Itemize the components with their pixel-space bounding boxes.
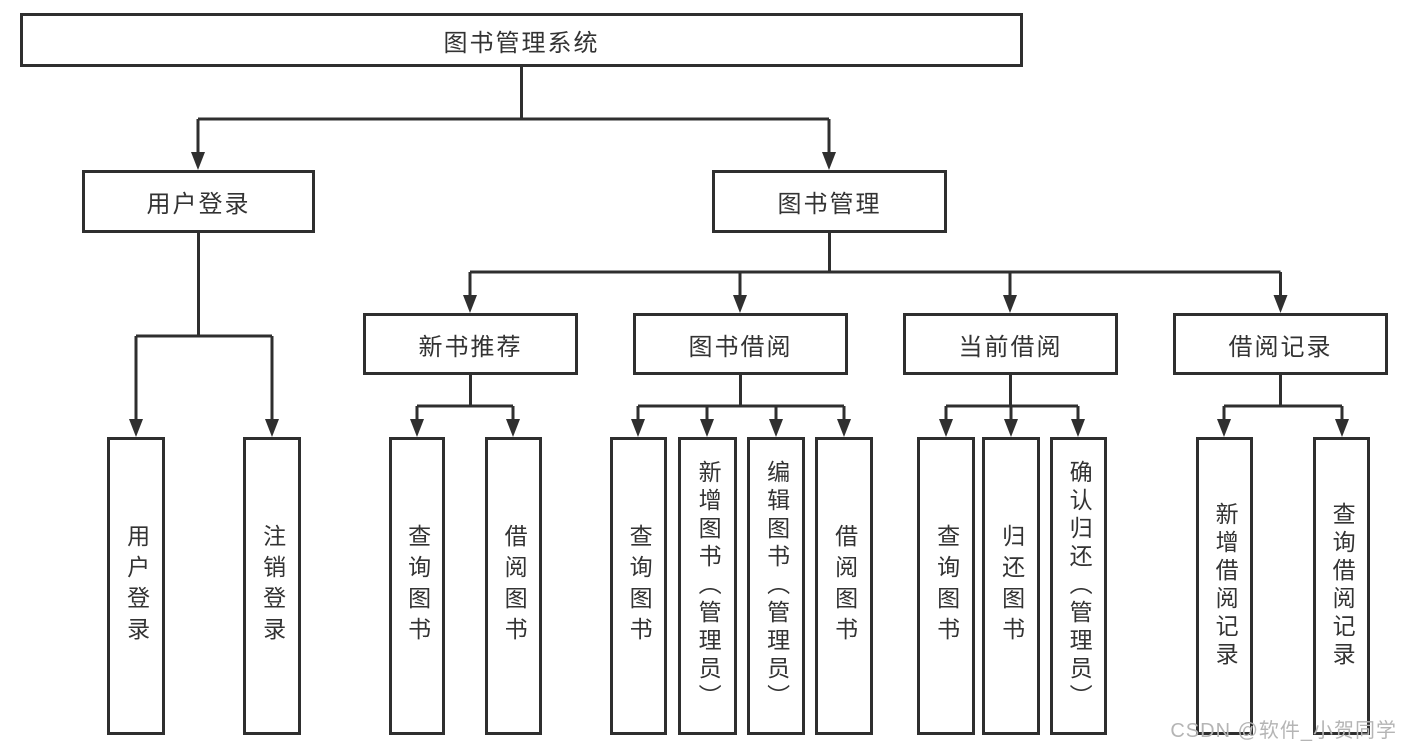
node-book-borrowing: 图书借阅 — [633, 313, 848, 375]
node-label: 借阅图书 — [501, 524, 528, 648]
node-add-borrow-record: 新增借阅记录 — [1196, 437, 1253, 735]
node-label: 注销登录 — [259, 524, 286, 648]
node-root: 图书管理系统 — [20, 13, 1023, 67]
node-user-login: 用户登录 — [82, 170, 315, 233]
watermark: CSDN @软件_小贺同学 — [1170, 720, 1397, 742]
node-query-books-borrowing: 查询图书 — [610, 437, 667, 735]
node-logout-leaf: 注销登录 — [243, 437, 301, 735]
node-return-books: 归还图书 — [982, 437, 1040, 735]
node-edit-books-admin: 编辑图书（管理员） — [747, 437, 805, 735]
node-label: 新增借阅记录 — [1212, 502, 1239, 670]
node-borrow-books-recommend: 借阅图书 — [485, 437, 542, 735]
node-label: 编辑图书（管理员） — [763, 460, 790, 712]
node-user-login-leaf: 用户登录 — [107, 437, 165, 735]
node-query-books-recommend: 查询图书 — [389, 437, 445, 735]
node-label: 查询图书 — [933, 524, 960, 648]
node-query-books-current: 查询图书 — [917, 437, 975, 735]
node-label: 用户登录 — [123, 524, 150, 648]
node-label: 查询图书 — [404, 524, 431, 648]
node-label: 查询借阅记录 — [1329, 502, 1356, 670]
node-query-borrow-record: 查询借阅记录 — [1313, 437, 1370, 735]
node-book-management: 图书管理 — [712, 170, 947, 233]
node-borrow-records: 借阅记录 — [1173, 313, 1388, 375]
arrowheads — [129, 152, 1349, 437]
node-current-borrowing: 当前借阅 — [903, 313, 1118, 375]
node-label: 查询图书 — [626, 524, 653, 648]
node-new-book-recommend: 新书推荐 — [363, 313, 578, 375]
node-label: 确认归还（管理员） — [1066, 460, 1093, 712]
node-label: 新增图书（管理员） — [695, 460, 722, 712]
node-label: 归还图书 — [998, 524, 1025, 648]
node-borrow-books-borrowing: 借阅图书 — [815, 437, 873, 735]
node-add-books-admin: 新增图书（管理员） — [678, 437, 737, 735]
node-label: 借阅图书 — [831, 524, 858, 648]
node-confirm-return-admin: 确认归还（管理员） — [1050, 437, 1107, 735]
